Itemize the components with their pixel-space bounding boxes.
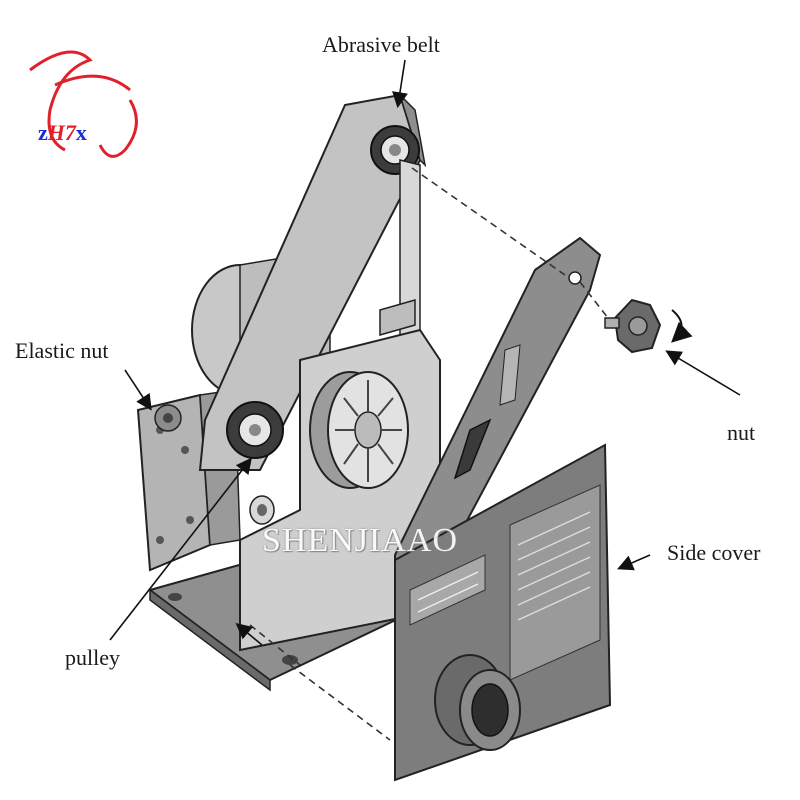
watermark: SHENJIAAO bbox=[262, 522, 458, 559]
bottom-pulley-icon bbox=[226, 401, 284, 459]
logo-h7: H7 bbox=[47, 120, 76, 145]
label-abrasive-belt: Abrasive belt bbox=[322, 32, 440, 57]
logo-x: x bbox=[75, 120, 87, 145]
base-screw-icon bbox=[282, 655, 298, 665]
callout-arrows bbox=[109, 59, 741, 646]
spindle-bolt-icon bbox=[249, 495, 275, 525]
label-side-cover: Side cover bbox=[667, 540, 761, 565]
assembly-guides bbox=[249, 167, 609, 741]
label-nut: nut bbox=[727, 420, 756, 445]
logo-swash-icon bbox=[29, 50, 138, 158]
belt-arm bbox=[198, 93, 427, 471]
side-arm bbox=[394, 236, 602, 591]
elastic-nut-icon bbox=[154, 404, 182, 432]
arrow-pulley bbox=[109, 457, 252, 641]
base-screw-icon bbox=[168, 593, 182, 601]
arrow-elastic-nut bbox=[124, 369, 152, 411]
label-pulley: pulley bbox=[65, 645, 120, 670]
label-elastic-nut: Elastic nut bbox=[15, 338, 109, 363]
grinding-wheel-icon bbox=[309, 371, 409, 489]
arrow-nut bbox=[665, 350, 741, 396]
top-pulley-icon bbox=[370, 125, 420, 175]
arrow-side-cover bbox=[617, 554, 651, 571]
dust-port-icon bbox=[434, 654, 521, 751]
brand-logo: zH7x bbox=[10, 30, 160, 160]
arrow-pulley-base bbox=[235, 622, 263, 646]
logo-z: z bbox=[38, 120, 48, 145]
knob-nut-icon bbox=[604, 298, 662, 354]
side-cover bbox=[394, 443, 612, 782]
arrow-abrasive-belt bbox=[392, 59, 408, 109]
rotate-arrow-icon bbox=[671, 309, 693, 343]
logo-letters: zH7x bbox=[38, 120, 87, 146]
mount-hole-icon bbox=[568, 271, 582, 285]
